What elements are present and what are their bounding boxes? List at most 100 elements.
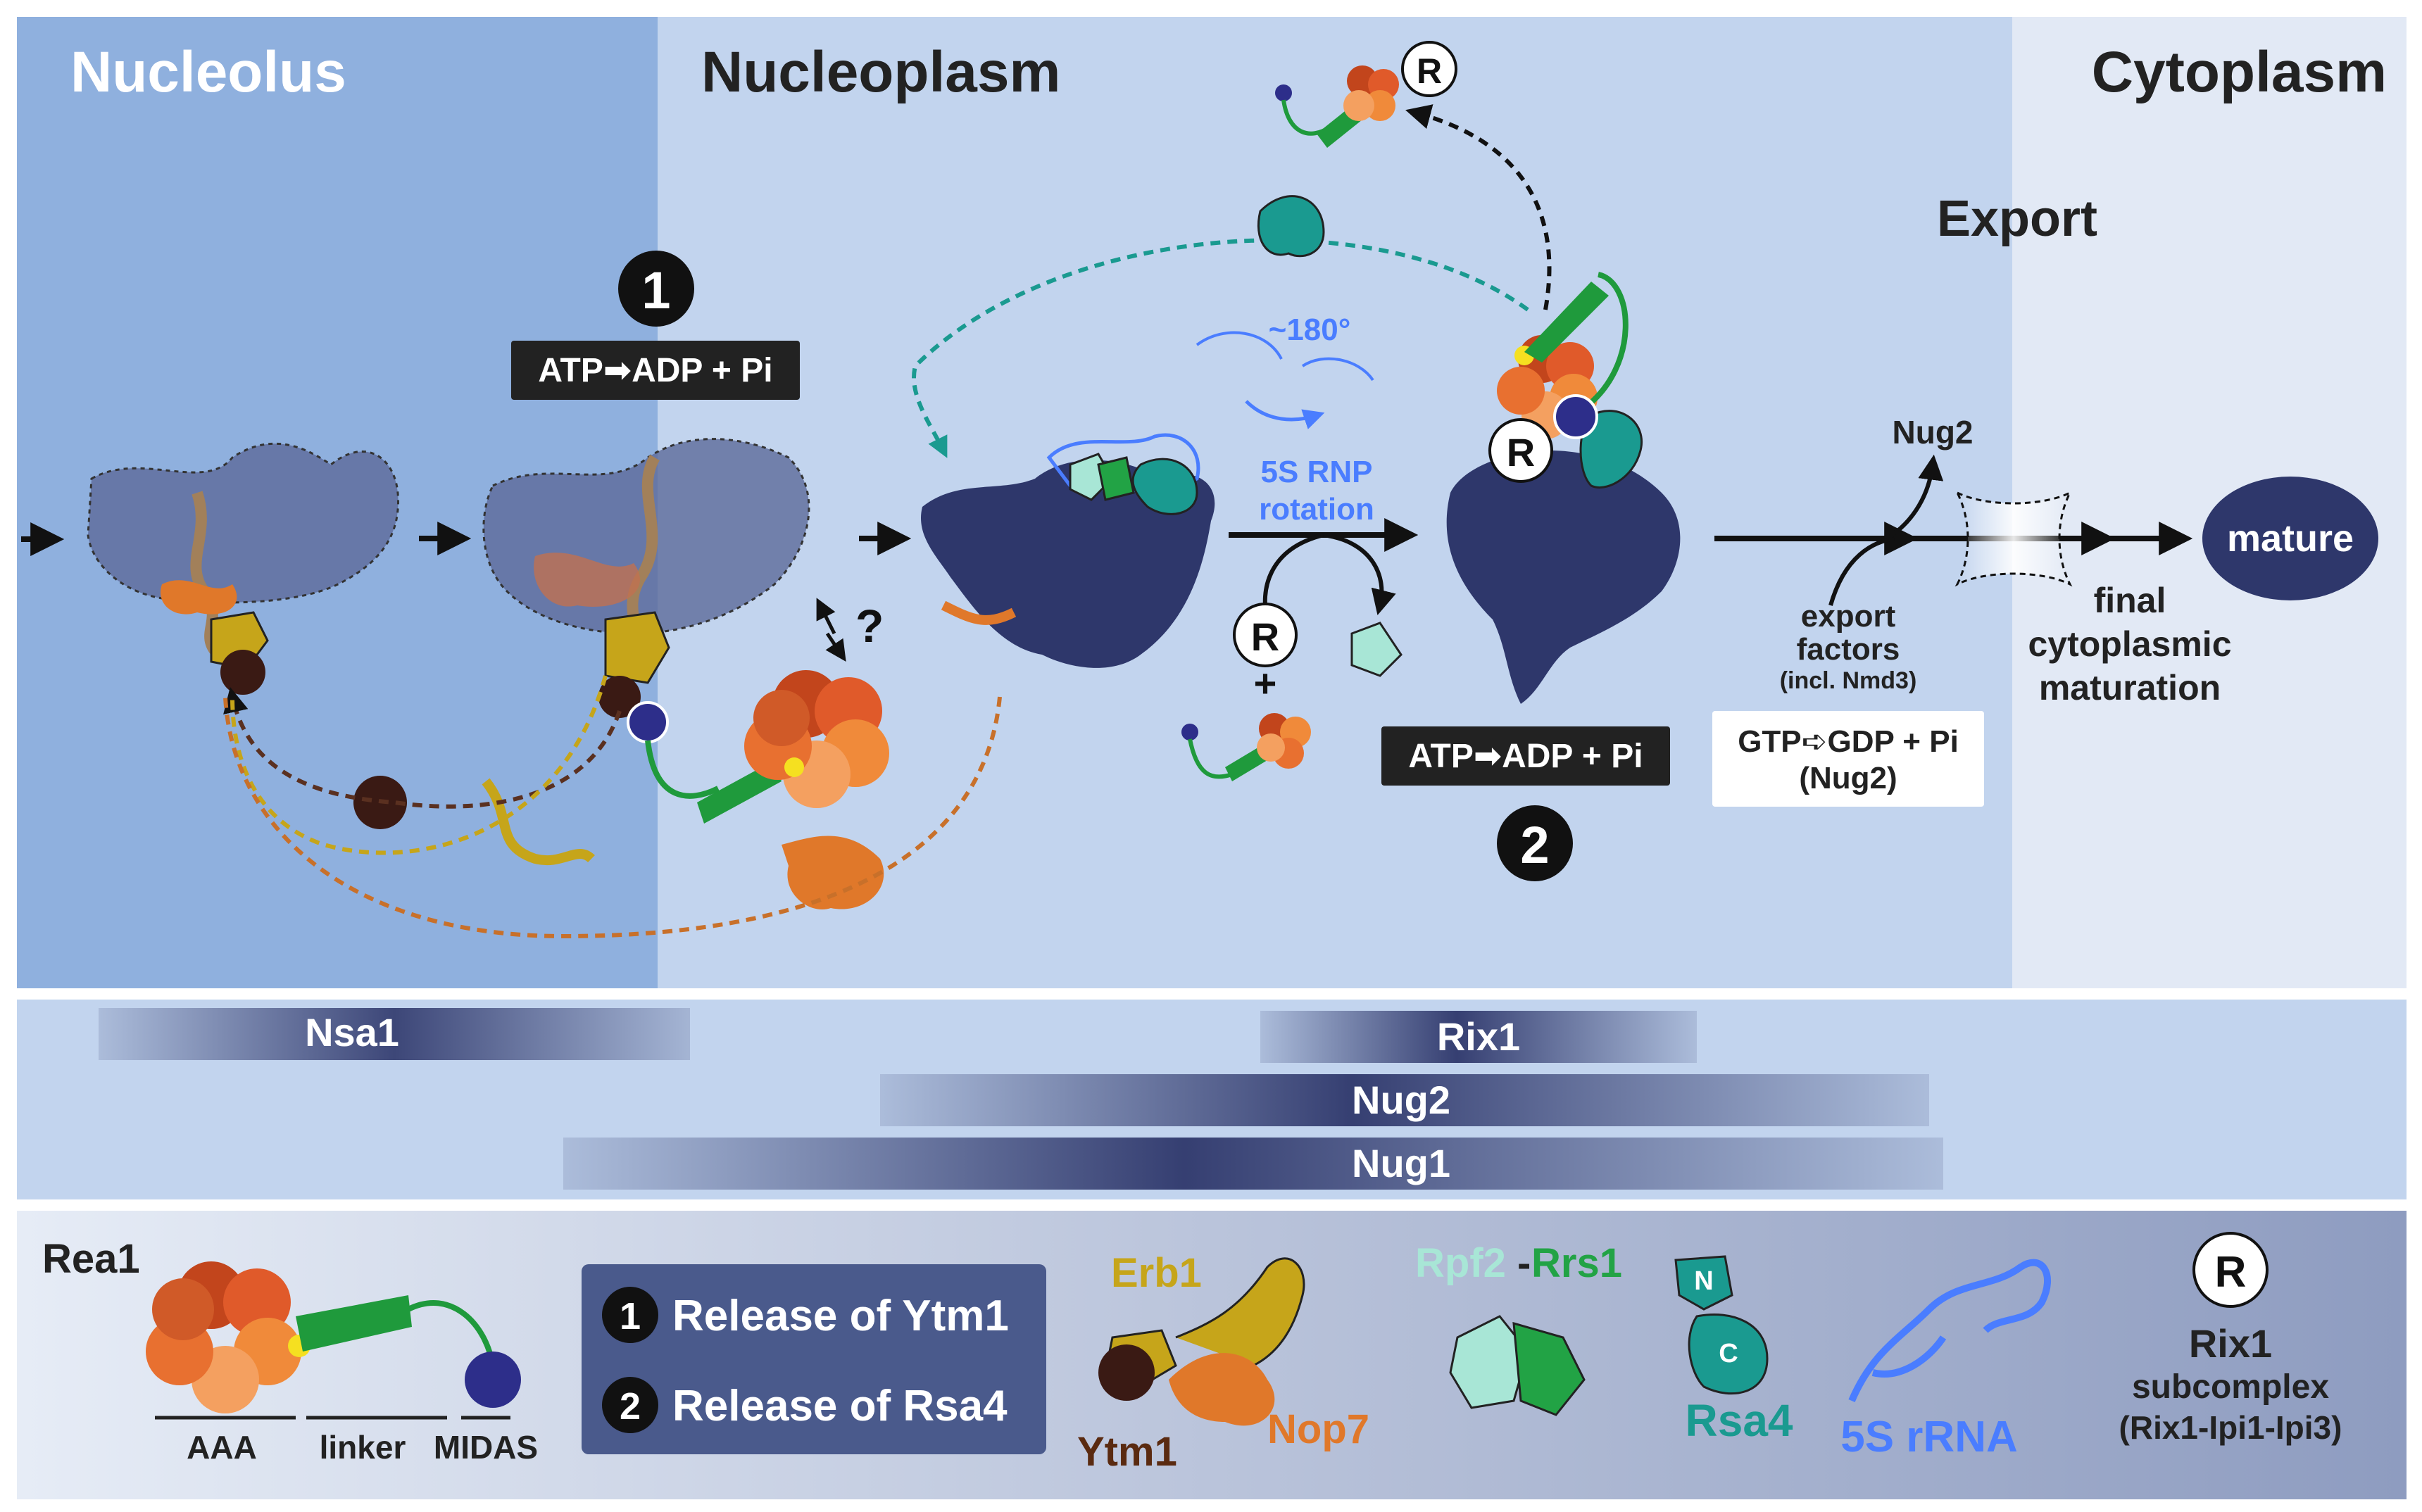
legend-release2-badge [602,1377,658,1433]
top-rea1-midas [1275,84,1292,101]
timeline-bar-nug2 [880,1074,1929,1126]
question-arrow-down-icon [825,632,846,662]
rotation-line1: 5S RNP [1261,455,1373,489]
rotation-line2: rotation [1259,492,1374,527]
rpf2-rrs1-stage3 [1069,453,1135,501]
final-maturation-line2: cytoplasmic [2028,624,2231,664]
legend-linker-label: linker [320,1429,406,1466]
legend-nop7-shape [1169,1353,1275,1426]
export-factors-line1: export [1801,599,1896,634]
mature-label: mature [2227,517,2354,560]
question-mark: ? [855,600,884,652]
rix1-badge-released-label: R [1251,615,1279,659]
pre60s-particle-stage4 [1446,451,1681,704]
legend-rea1-aaa-ring [146,1261,310,1413]
timeline-bar-rix1 [1260,1011,1697,1063]
region-label-export: Export [1937,191,2097,247]
step1-badge [618,251,694,327]
rea1-midas-stage4 [1553,394,1598,439]
rotation-arrow-icon [1245,400,1325,429]
legend-release1-badge [602,1287,658,1343]
rea1-release-dashed-arrow [1405,104,1552,310]
top-rea1-aaa-ring [1343,65,1399,121]
released-rpf2-rrs1 [1350,622,1403,677]
gtp-box [1712,711,1984,807]
step1-reaction-box [511,341,800,400]
legend-subcomplex-members: (Rix1-Ipi1-Ipi3) [2119,1409,2342,1446]
legend-release1-number: 1 [620,1295,641,1337]
mature-ribosome [2202,477,2378,600]
rea1-linker-stage4 [1582,272,1629,411]
rea1-linker-stage2 [645,740,720,799]
legend-release-box [582,1264,1046,1454]
legend-rea1-title: Rea1 [42,1236,140,1282]
plus-sign: + [1254,661,1277,705]
released-nop7 [782,836,884,909]
legend-5s-rrna-label: 5S rRNA [1840,1413,2018,1461]
rea1-aaa-ring-stage2 [744,670,889,808]
top-rix1-badge [1401,41,1457,97]
timeline-label-nug2: Nug2 [1352,1078,1450,1122]
question-arrow-up-icon [816,598,836,635]
legend-ytm1-label: Ytm1 [1077,1429,1177,1475]
nug2-release-label: Nug2 [1893,414,1974,451]
legend-rsa4-c-domain [1688,1313,1769,1395]
rea1-tail-stage2 [697,760,782,824]
timeline-label-nug1: Nug1 [1352,1141,1450,1185]
legend-5s-rrna-shape [1848,1259,2052,1402]
legend-rsa4-label: Rsa4 [1686,1395,1793,1446]
erb1-stage2 [604,611,670,684]
legend-rsa4-n-label: N [1694,1266,1713,1296]
rix1-badge-stage4 [1488,418,1553,483]
released-rea1-tail [1225,746,1267,781]
step1-number: 1 [641,261,670,320]
legend-ytm1-shape [1098,1344,1155,1401]
legend-midas-label: MIDAS [434,1429,538,1466]
rpf2-release-arrow-icon [1323,533,1396,615]
legend-rix1-badge-label: R [2215,1248,2247,1297]
recycle-erb1-dashed [230,675,608,855]
legend-release2-number: 2 [620,1385,641,1428]
legend-rsa4-n-domain [1674,1255,1733,1311]
step2-number: 2 [1520,816,1549,874]
timeline-label-nsa1: Nsa1 [305,1010,399,1054]
legend-nop7-label: Nop7 [1267,1406,1369,1452]
rea1-midas-stage2 [627,701,669,743]
rix1-badge-released [1233,603,1298,667]
nuclear-pore-outline [1954,490,2073,587]
legend-rrs1-shape [1512,1321,1586,1416]
export-factors-note: (incl. Nmd3) [1780,667,1917,694]
timeline-bar-nug1 [563,1138,1943,1190]
step2-reaction-text: ATP➡ADP + Pi [1408,738,1643,775]
ytm1-stage1 [220,650,265,695]
gtp-line1: GTP➪GDP + Pi [1738,724,1959,759]
nop7-stage1 [161,580,237,615]
legend-erb1-label: Erb1 [1111,1250,1202,1296]
nug2-release-arrow-icon [1885,454,1944,541]
step1-reaction-text: ATP➡ADP + Pi [538,352,772,389]
released-erb1 [482,778,595,866]
step2-reaction-box [1381,726,1670,786]
nucleoplasm-region [658,17,2012,988]
timeline-bar-nsa1 [99,1008,690,1060]
legend-rea1-tail [296,1295,412,1352]
foot-structure-stage3 [941,600,1017,625]
export-factors-line2: factors [1797,632,1900,667]
legend-rix1-badge [2192,1232,2269,1308]
final-maturation-line1: final [2094,581,2166,620]
legend-rpf2-label: Rpf2 [1415,1240,1506,1286]
nop7-stage2 [534,553,640,607]
timeline-label-rix1: Rix1 [1437,1014,1520,1059]
rea1-tail-stage4 [1524,282,1609,363]
final-maturation-line3: maturation [2039,668,2221,707]
legend-subcomplex-label: subcomplex [2132,1368,2329,1406]
legend-rrs1-label: Rrs1 [1531,1240,1622,1286]
legend-rix1-label: Rix1 [2189,1321,2272,1366]
step2-badge [1497,805,1573,881]
released-rea1-midas [1181,724,1198,741]
region-label-cytoplasm: Cytoplasm [2092,40,2387,104]
region-label-nucleoplasm: Nucleoplasm [701,40,1060,104]
rsa4-stage3 [1131,458,1198,515]
legend-rpf2-shape [1449,1315,1529,1409]
legend-rsa4-c-label: C [1719,1339,1738,1368]
